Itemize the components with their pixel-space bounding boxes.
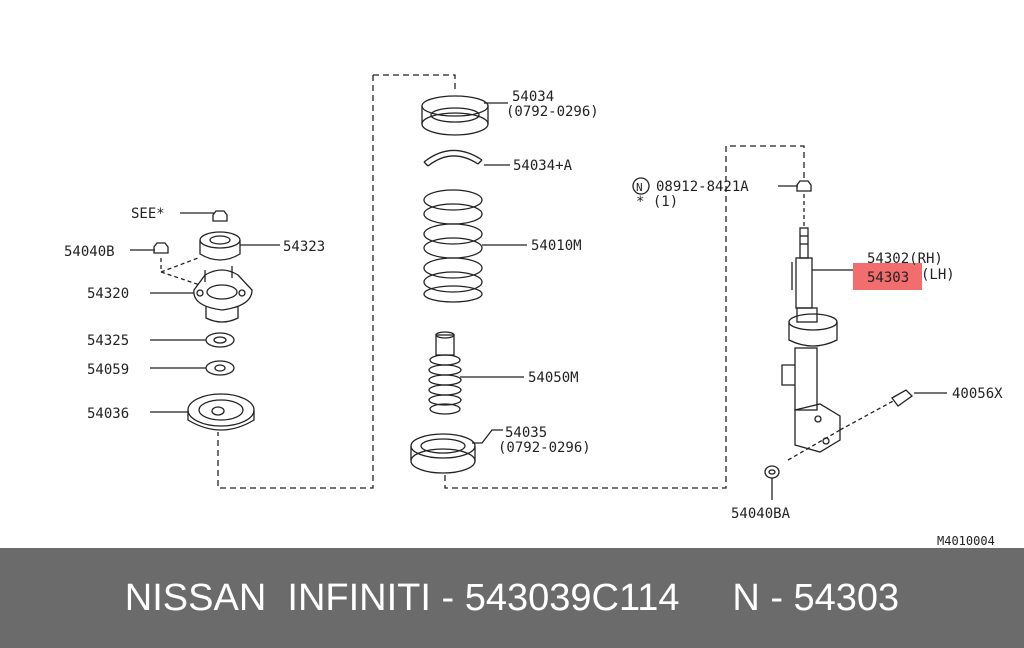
bump-stop-boot xyxy=(428,331,462,415)
label-n-symbol: N xyxy=(636,181,643,194)
parts-diagram: 54034 (0792-0296) 54034+A 54010M 54050M … xyxy=(64,74,1003,548)
label-54034: 54034 xyxy=(512,89,554,105)
dashed-frame-center xyxy=(217,74,456,489)
nut-08912 xyxy=(796,180,812,192)
footer-text: NISSAN INFINITI - 543039C114 N - 54303 xyxy=(124,576,900,619)
spring-seat-lower xyxy=(410,433,476,474)
label-54010m: 54010M xyxy=(531,238,582,254)
label-54302: 54302(RH) xyxy=(867,251,943,267)
label-54036: 54036 xyxy=(87,406,129,422)
label-54035: 54035 xyxy=(505,425,547,441)
label-bolt: 08912-8421A xyxy=(656,179,749,195)
nut-54040b xyxy=(153,242,169,254)
washer-54059 xyxy=(205,360,235,376)
label-54035-range: (0792-0296) xyxy=(498,440,591,456)
label-40056x: 40056X xyxy=(952,386,1003,402)
leader-lines xyxy=(130,102,947,500)
spring-seat-upper xyxy=(421,95,489,136)
label-54303: 54303 xyxy=(867,270,909,286)
label-54325: 54325 xyxy=(87,333,129,349)
coil-spring xyxy=(423,189,483,303)
mount-insulator xyxy=(199,231,241,261)
label-see: SEE* xyxy=(131,206,165,222)
label-54040ba: 54040BA xyxy=(731,506,791,522)
label-54059: 54059 xyxy=(87,362,129,378)
label-54040b: 54040B xyxy=(64,244,115,260)
shock-absorber-strut xyxy=(781,227,841,453)
dashed-mount-lines xyxy=(160,257,201,286)
nut-see xyxy=(212,210,228,222)
label-54034a: 54034+A xyxy=(513,158,573,174)
label-54303-side: (LH) xyxy=(921,267,955,283)
n-mark-circle xyxy=(632,177,650,195)
footer-banner: NISSAN INFINITI - 543039C114 N - 54303 xyxy=(0,548,1024,648)
dashed-frame-right xyxy=(444,145,805,489)
label-54320: 54320 xyxy=(87,286,129,302)
strut-mount xyxy=(193,266,253,323)
label-diagram-code: M4010004 xyxy=(937,534,995,548)
nut-54040ba xyxy=(764,465,780,479)
label-54323: 54323 xyxy=(283,239,325,255)
label-54050m: 54050M xyxy=(528,370,579,386)
washer-54325 xyxy=(205,332,235,348)
bearing-54036 xyxy=(187,393,255,431)
label-54034-range: (0792-0296) xyxy=(506,104,599,120)
spring-rubber-seat xyxy=(423,149,483,167)
bolt-40056x xyxy=(891,389,914,407)
highlight-box xyxy=(853,263,922,290)
label-bolt-qty: * (1) xyxy=(636,194,678,210)
